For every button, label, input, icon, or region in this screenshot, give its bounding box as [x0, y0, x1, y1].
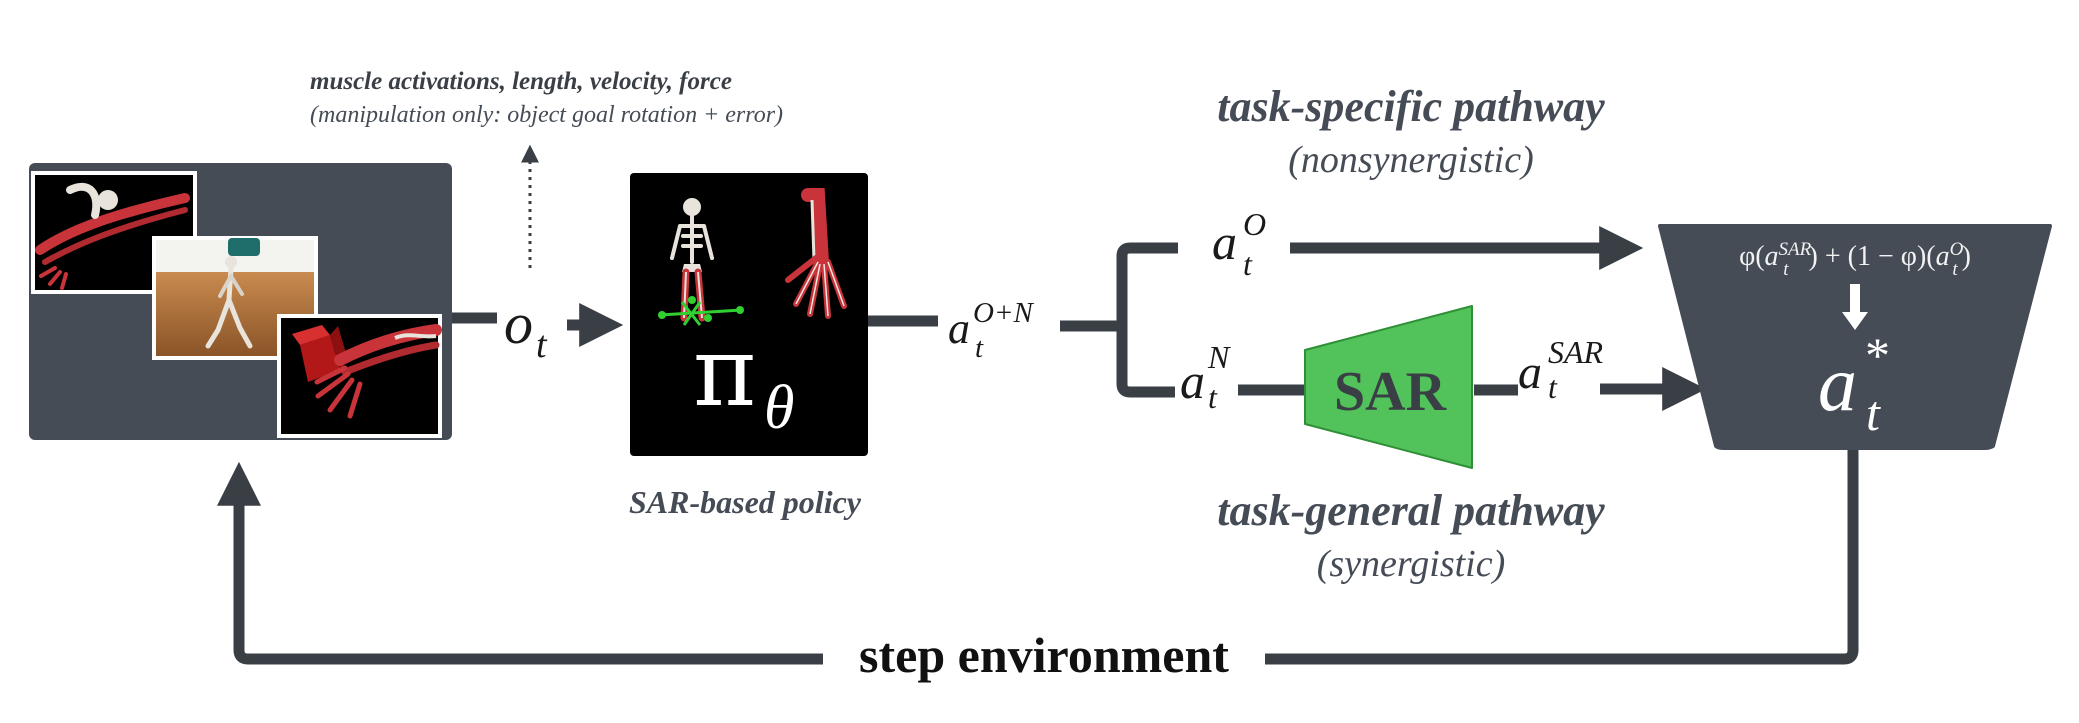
specific-pathway-title: task-specific pathway	[1217, 82, 1605, 131]
policy-block: π θ	[630, 173, 868, 456]
obs-symbol: o t	[504, 291, 548, 366]
sar-trapezoid	[1304, 305, 1473, 469]
env-thumbnail-hand-cube	[277, 314, 442, 438]
action-symbol-n: a N t	[1180, 339, 1231, 415]
feedback-loop-left	[217, 461, 823, 665]
svg-text:*: *	[1865, 327, 1890, 383]
specific-pathway-sub: (nonsynergistic)	[1288, 139, 1534, 181]
svg-text:t: t	[1548, 369, 1558, 405]
general-pathway-sub: (synergistic)	[1317, 543, 1506, 585]
action-symbol-o: a O t	[1212, 206, 1266, 282]
svg-text:a: a	[1212, 214, 1237, 270]
general-pathway-title: task-general pathway	[1217, 486, 1605, 535]
observation-note-line2: (manipulation only: object goal rotation…	[310, 102, 783, 128]
svg-text:a: a	[1180, 353, 1205, 409]
svg-text:a: a	[1518, 346, 1542, 399]
policy-box	[630, 173, 868, 456]
policy-skeleton-illustration	[658, 198, 744, 326]
step-environment-label: step environment	[859, 627, 1229, 683]
svg-text:O+N: O+N	[973, 297, 1035, 329]
svg-text:a: a	[948, 304, 970, 353]
split-fork	[1116, 242, 1178, 398]
combiner-down-arrow	[1842, 284, 1868, 330]
feedback-loop-right	[1265, 447, 1859, 665]
connectors	[217, 226, 1859, 665]
policy-hand-illustration	[785, 188, 847, 319]
svg-text:O: O	[1243, 206, 1266, 242]
svg-text:t: t	[1208, 379, 1218, 415]
svg-text:N: N	[1207, 339, 1231, 375]
obs-sub-t: t	[536, 324, 548, 366]
policy-theta: θ	[764, 374, 794, 442]
sar-block: SAR	[1304, 305, 1473, 469]
svg-text:t: t	[1866, 385, 1881, 441]
svg-text:a: a	[1818, 340, 1857, 427]
svg-text:t: t	[1243, 246, 1253, 282]
svg-text:SAR: SAR	[1548, 334, 1604, 370]
action-symbol-combined: a O+N t	[948, 297, 1035, 364]
svg-text:t: t	[975, 332, 984, 364]
observation-note-line1: muscle activations, length, velocity, fo…	[310, 68, 732, 95]
sar-label: SAR	[1334, 361, 1447, 423]
action-symbol-sar: a SAR t	[1518, 334, 1604, 405]
policy-caption: SAR-based policy	[629, 484, 862, 520]
obs-o: o	[504, 291, 533, 356]
environment-panel	[29, 163, 452, 440]
policy-pi: π	[693, 316, 756, 428]
combiner-trapezoid	[1658, 224, 2052, 450]
